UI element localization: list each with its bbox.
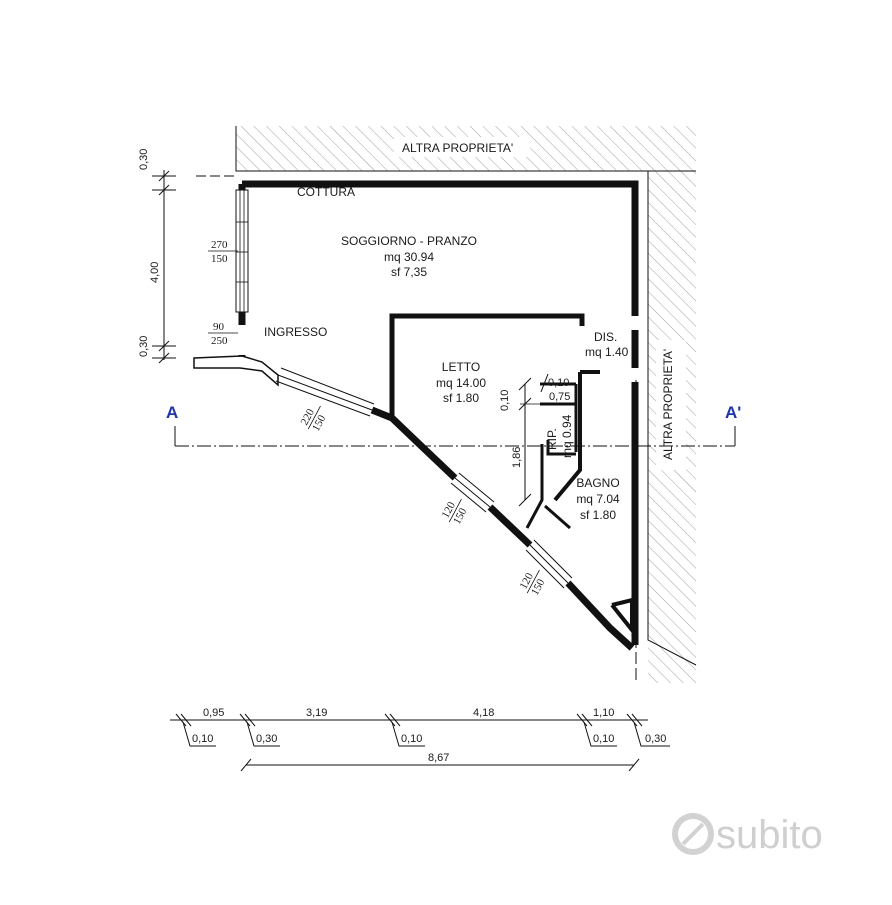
room-letto: LETTO [442, 360, 480, 374]
room-rip-area: mq 0.94 [560, 414, 574, 458]
watermark-text: subito [716, 813, 823, 857]
room-dis: DIS. [594, 330, 617, 344]
adjacent-property-hatch [235, 126, 697, 683]
room-bagno: BAGNO [576, 476, 619, 490]
dim-h-010c: 0,10 [593, 733, 614, 745]
vertical-dimension-chain [152, 170, 176, 364]
room-cottura: COTTURA [297, 185, 355, 199]
dim-h-418: 4,18 [473, 707, 494, 719]
dim-total: 8,67 [428, 752, 449, 764]
dim-h-030b: 0,30 [645, 733, 666, 745]
horizontal-dimension-chain [170, 713, 670, 772]
dim-h-030a: 0,30 [256, 733, 277, 745]
dim-int-010-v: 0,10 [499, 390, 511, 411]
dim-h-110: 1,10 [593, 707, 614, 719]
room-dis-area: mq 1.40 [585, 345, 629, 359]
internal-walls [389, 313, 634, 636]
dim-int-010-h: 0,10 [548, 377, 569, 389]
window-west-width: 270 [211, 239, 228, 251]
dim-h-010a: 0,10 [192, 733, 213, 745]
dim-v-mid: 4,00 [149, 262, 161, 283]
room-letto-sf: sf 1.80 [443, 391, 479, 405]
window-diagonal-3 [525, 539, 573, 589]
adjacent-property-right-label: ALTRA PROPRIETA' [661, 349, 675, 460]
window-diagonal-2 [450, 472, 495, 513]
dim-int-186: 1,86 [511, 447, 523, 468]
room-soggiorno-area: mq 30.94 [384, 250, 434, 264]
window-west-height: 150 [211, 253, 228, 265]
adjacent-property-top-label: ALTRA PROPRIETA' [402, 141, 513, 155]
door-height: 250 [211, 335, 228, 347]
room-bagno-sf: sf 1.80 [580, 508, 616, 522]
room-letto-area: mq 14.00 [436, 376, 486, 390]
room-soggiorno-sf: sf 7,35 [391, 265, 427, 279]
room-rip: RIP. [545, 428, 559, 450]
dim-h-010b: 0,10 [401, 733, 422, 745]
watermark: subito [672, 813, 823, 857]
section-line [174, 175, 736, 680]
dim-v-bot: 0,30 [138, 336, 150, 357]
room-bagno-area: mq 7.04 [576, 492, 620, 506]
room-soggiorno: SOGGIORNO - PRANZO [341, 234, 477, 248]
dim-h-319: 3,19 [306, 707, 327, 719]
section-label-a-prime: A' [725, 403, 741, 422]
door-width: 90 [213, 321, 225, 333]
dim-int-075: 0,75 [549, 391, 570, 403]
window-diagonal-1 [275, 367, 375, 417]
dim-v-top: 0,30 [138, 149, 150, 170]
room-ingresso: INGRESSO [264, 325, 327, 339]
section-label-a: A [166, 403, 178, 422]
dim-h-095: 0,95 [203, 707, 224, 719]
internal-dimensions [518, 373, 576, 507]
